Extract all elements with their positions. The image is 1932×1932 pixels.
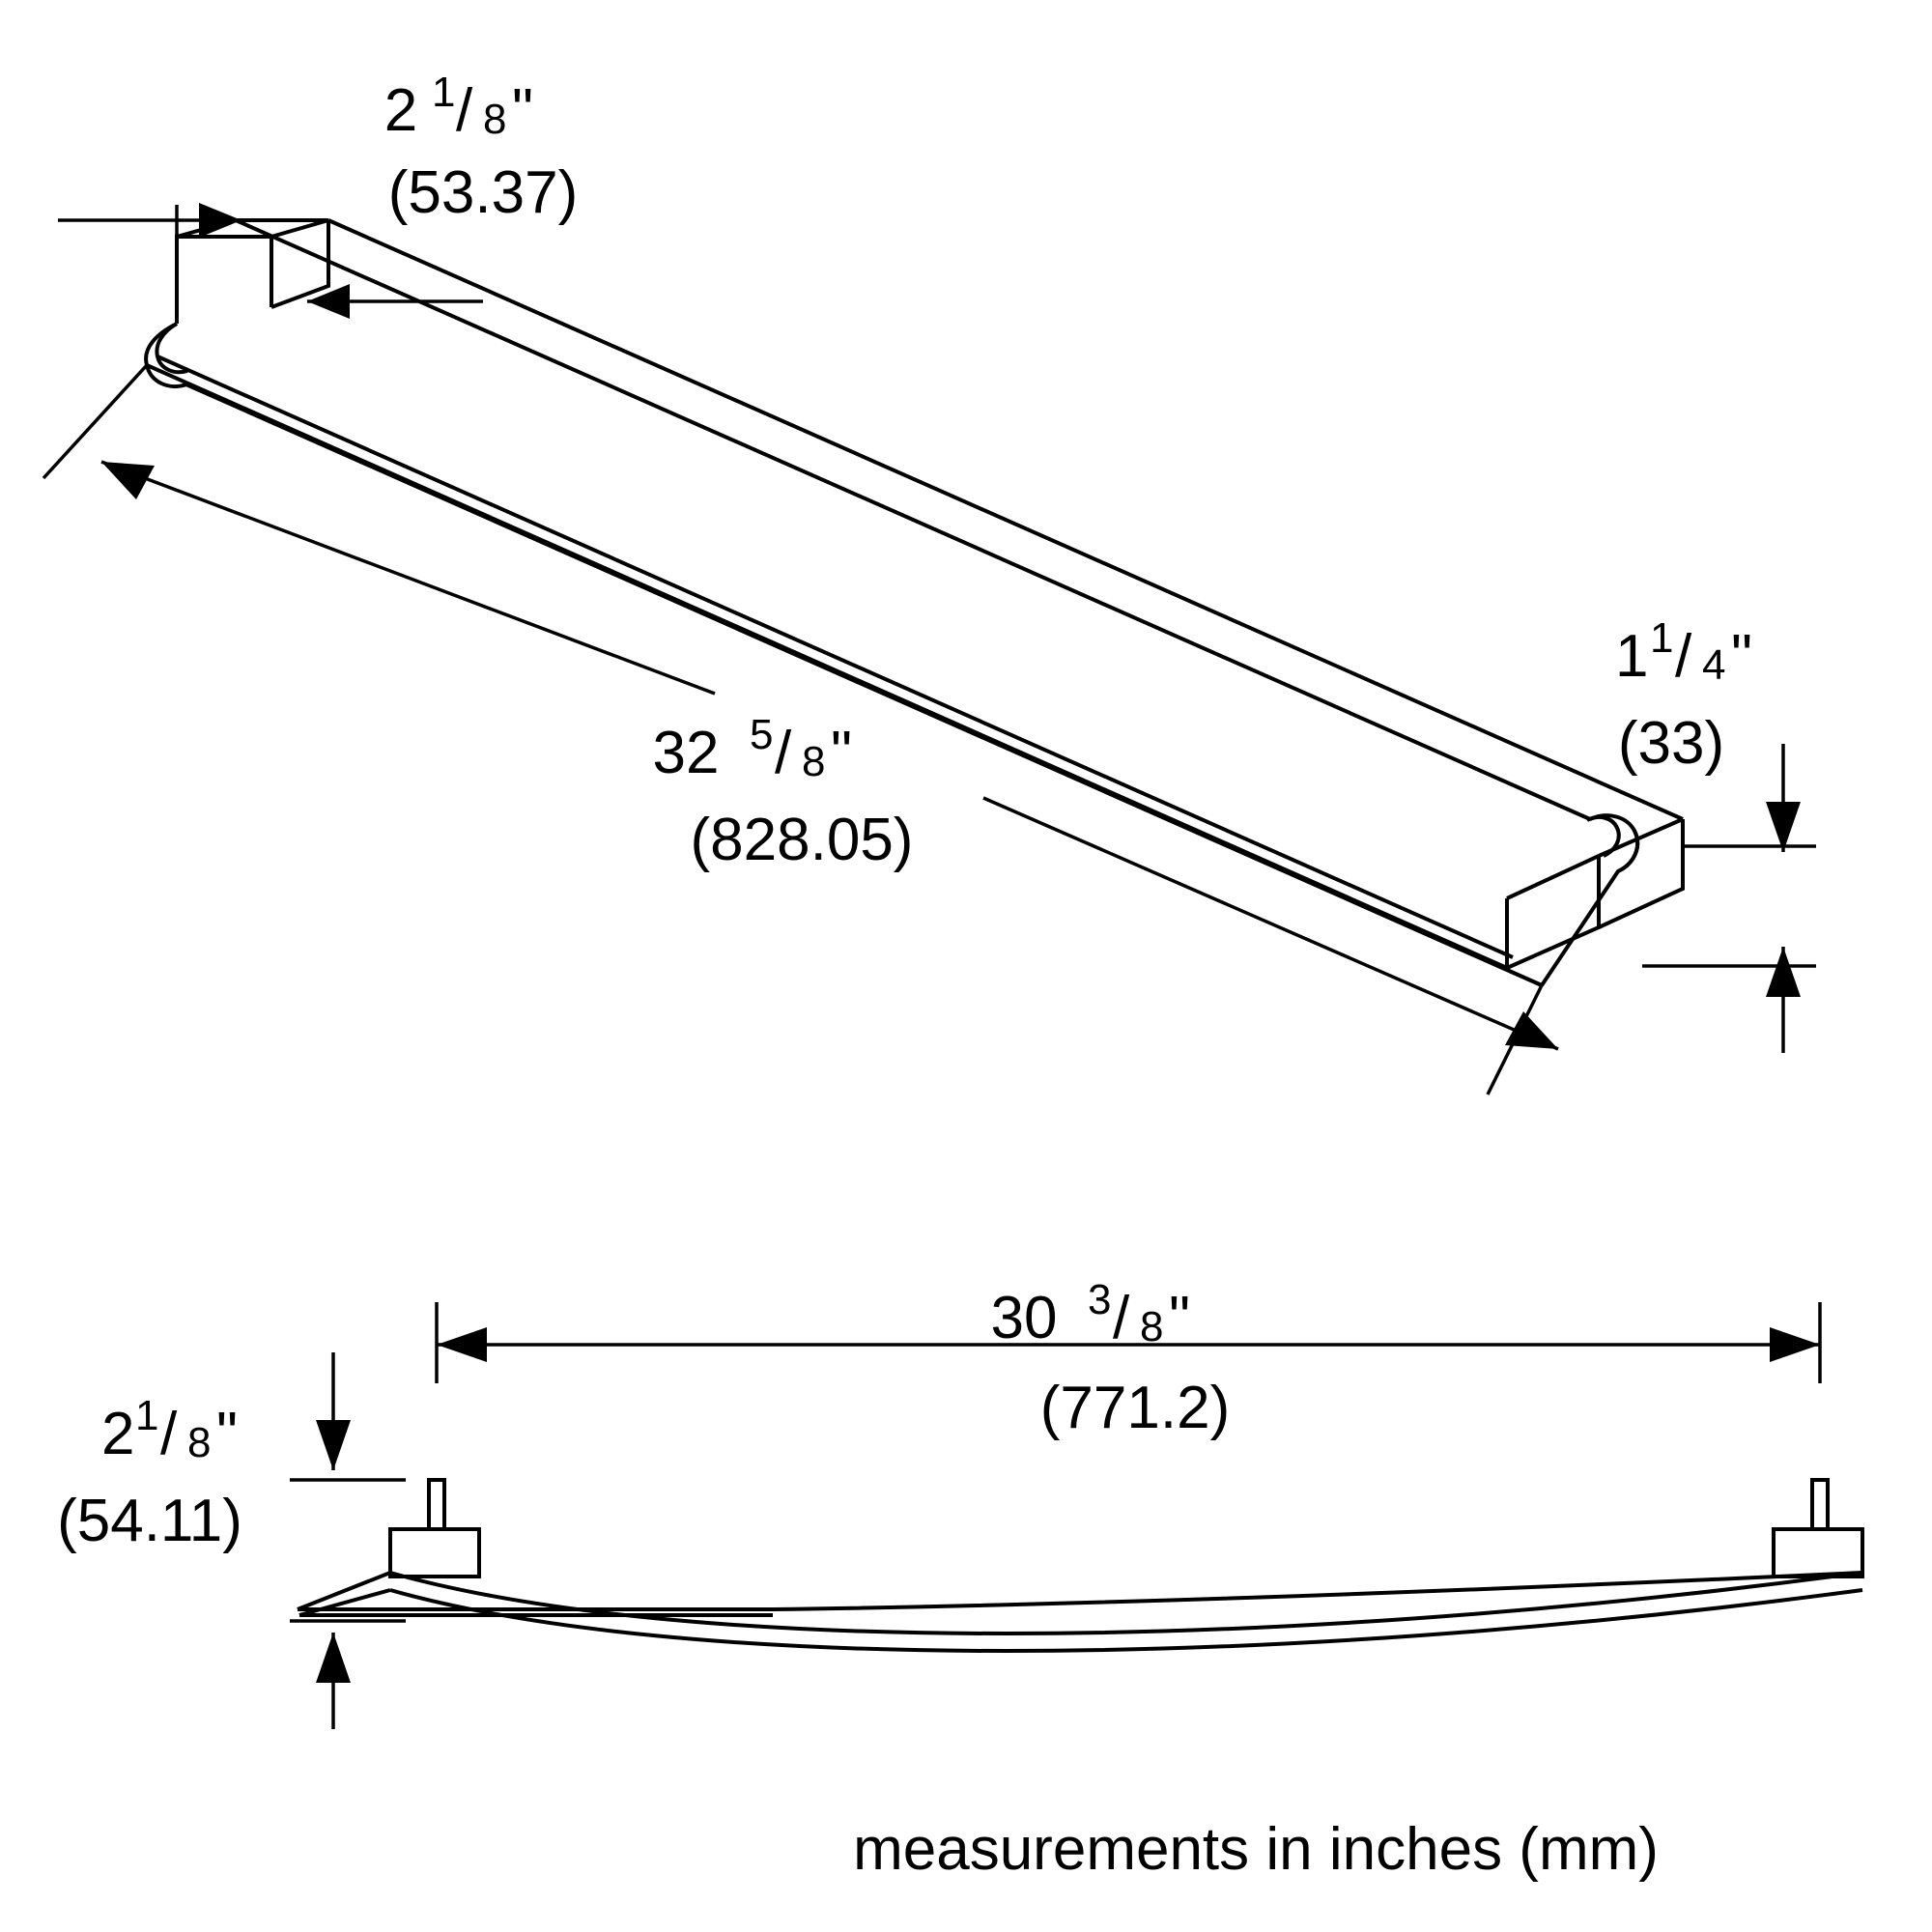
handle-length-unit: " [831, 720, 852, 786]
label-handle-length: 32 5 / 8 " (828.05) [653, 711, 914, 873]
handle-length-denominator: 8 [802, 738, 825, 785]
footer-note: measurements in inches (mm) [853, 1816, 1659, 1883]
span-slash: / [1113, 1285, 1130, 1351]
span-whole: 30 [991, 1285, 1058, 1351]
handle-depth-unit: " [512, 77, 533, 144]
handle-length-numerator: 5 [750, 711, 773, 758]
span-unit: " [1169, 1285, 1190, 1351]
handle-depth-denominator: 8 [483, 96, 506, 143]
span-mm: (771.2) [1040, 1375, 1230, 1441]
standoff-slash: / [160, 1401, 178, 1467]
handle-depth-slash: / [456, 77, 473, 144]
handle-height-numerator: 1 [1650, 614, 1673, 662]
isometric-handle-geometry [42, 203, 1816, 1095]
handle-length-mm: (828.05) [691, 807, 914, 873]
span-numerator: 3 [1088, 1276, 1111, 1323]
handle-depth-whole: 2 [384, 77, 417, 144]
standoff-denominator: 8 [187, 1419, 211, 1466]
standoff-mm: (54.11) [57, 1488, 242, 1554]
label-handle-height: 1 1 / 4 " (33) [1615, 614, 1752, 777]
standoff-unit: " [216, 1401, 238, 1467]
standoff-whole: 2 [101, 1401, 134, 1467]
handle-height-denominator: 4 [1702, 641, 1725, 689]
label-standoff-height: 2 1 / 8 " (54.11) [57, 1392, 242, 1554]
standoff-numerator: 1 [135, 1392, 158, 1439]
label-handle-depth: 2 1 / 8 " (53.37) [384, 69, 578, 226]
handle-height-slash: / [1675, 623, 1692, 690]
handle-height-whole: 1 [1615, 623, 1648, 690]
side-elevation-geometry [290, 1302, 1864, 1729]
span-denominator: 8 [1140, 1303, 1163, 1350]
handle-depth-mm: (53.37) [388, 159, 578, 226]
label-mounting-span: 30 3 / 8 " (771.2) [991, 1276, 1231, 1441]
handle-length-whole: 32 [653, 720, 720, 786]
handle-depth-numerator: 1 [432, 69, 455, 116]
handle-height-mm: (33) [1618, 710, 1724, 777]
handle-height-unit: " [1731, 623, 1752, 690]
handle-length-slash: / [775, 720, 792, 786]
